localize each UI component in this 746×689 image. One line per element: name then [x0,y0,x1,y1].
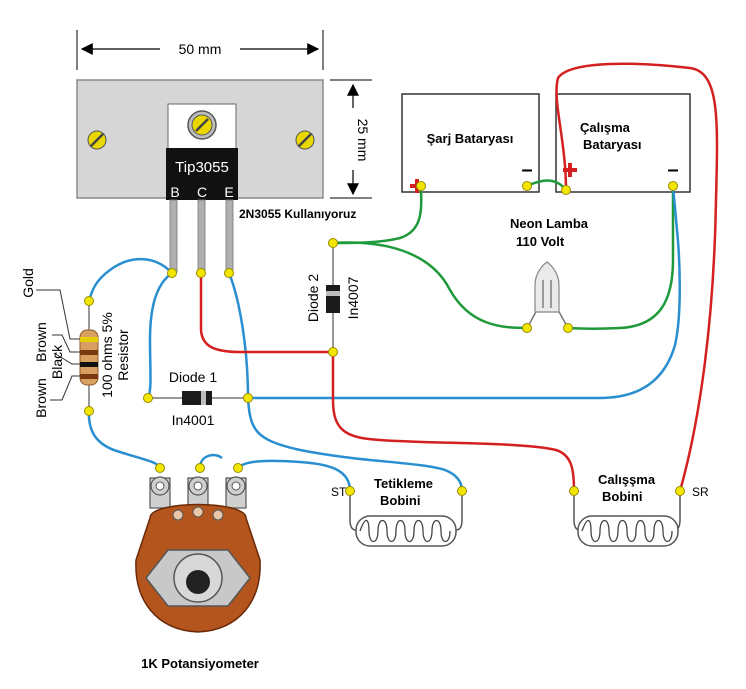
width-label: 50 mm [179,41,222,57]
connection-nodes [84,181,685,496]
diode-2-part: In4007 [345,276,361,319]
diode-1-part: In4001 [172,412,215,428]
node-dot [561,185,571,195]
transistor-name: Tip3055 [175,159,229,176]
run-battery [555,93,691,193]
neon-label-1: Neon Lamba [510,216,589,231]
resistor [79,301,99,411]
screw-icon [295,130,315,150]
node-dot [668,181,678,191]
node-dot [457,486,467,496]
band-gold: Gold [20,268,36,298]
node-dot [569,486,579,496]
pin-e-label: E [224,184,233,200]
node-dot [167,268,177,278]
pin-c-label: C [197,184,207,200]
band-brown-2: Brown [33,378,49,418]
run-coil-terminal: SR [692,485,709,499]
band-leader-lines [36,289,80,401]
diode-2 [326,243,340,352]
transistor: Tip3055 B C E [166,103,238,273]
node-dot [522,181,532,191]
run-battery-minus: – [667,159,678,181]
height-label: 25 mm [355,119,371,162]
diode-1 [148,391,248,405]
run-battery-label-2: Bataryası [583,137,642,152]
node-dot [84,296,94,306]
run-coil-label-1: Calışşma [598,472,656,487]
potentiometer-label: 1K Potansiyometer [141,656,259,671]
neon-lamp-icon [526,261,569,329]
node-dot [195,463,205,473]
charge-battery-label: Şarj Bataryası [427,131,514,146]
resistor-label-2: Resistor [115,329,131,381]
charge-battery [401,93,540,193]
run-coil-icon [573,491,681,547]
pin-b-label: B [170,184,179,200]
trigger-coil-terminal: ST [331,485,347,499]
green-wires [332,179,675,330]
transistor-note: 2N3055 Kullanıyoruz [239,207,356,221]
node-dot [328,238,338,248]
width-dimension: 50 mm [76,30,324,70]
diode-2-name: Diode 2 [305,274,321,322]
node-dot [224,268,234,278]
node-dot [155,463,165,473]
node-dot [84,406,94,416]
run-coil-label-2: Bobini [602,489,642,504]
screw-icon [87,130,107,150]
node-dot [143,393,153,403]
resistor-label-1: 100 ohms 5% [99,312,115,398]
charge-battery-minus: – [521,159,532,181]
node-dot [233,463,243,473]
diode-1-name: Diode 1 [169,369,217,385]
potentiometer-icon [135,476,261,633]
node-dot [563,323,573,333]
trigger-coil-label-2: Bobini [380,493,420,508]
trigger-coil-icon [349,491,463,547]
blue-wires [87,185,681,492]
node-dot [345,486,355,496]
node-dot [416,181,426,191]
trigger-coil-label-1: Tetikleme [374,476,433,491]
height-dimension: 25 mm [330,79,372,199]
neon-label-2: 110 Volt [516,234,565,249]
band-black: Black [49,344,65,379]
node-dot [243,393,253,403]
node-dot [196,268,206,278]
red-wires [199,62,719,492]
band-brown-1: Brown [33,322,49,362]
node-dot [675,486,685,496]
plus-icon [563,163,577,177]
run-battery-label-1: Çalışma [580,120,631,135]
node-dot [328,347,338,357]
node-dot [522,323,532,333]
